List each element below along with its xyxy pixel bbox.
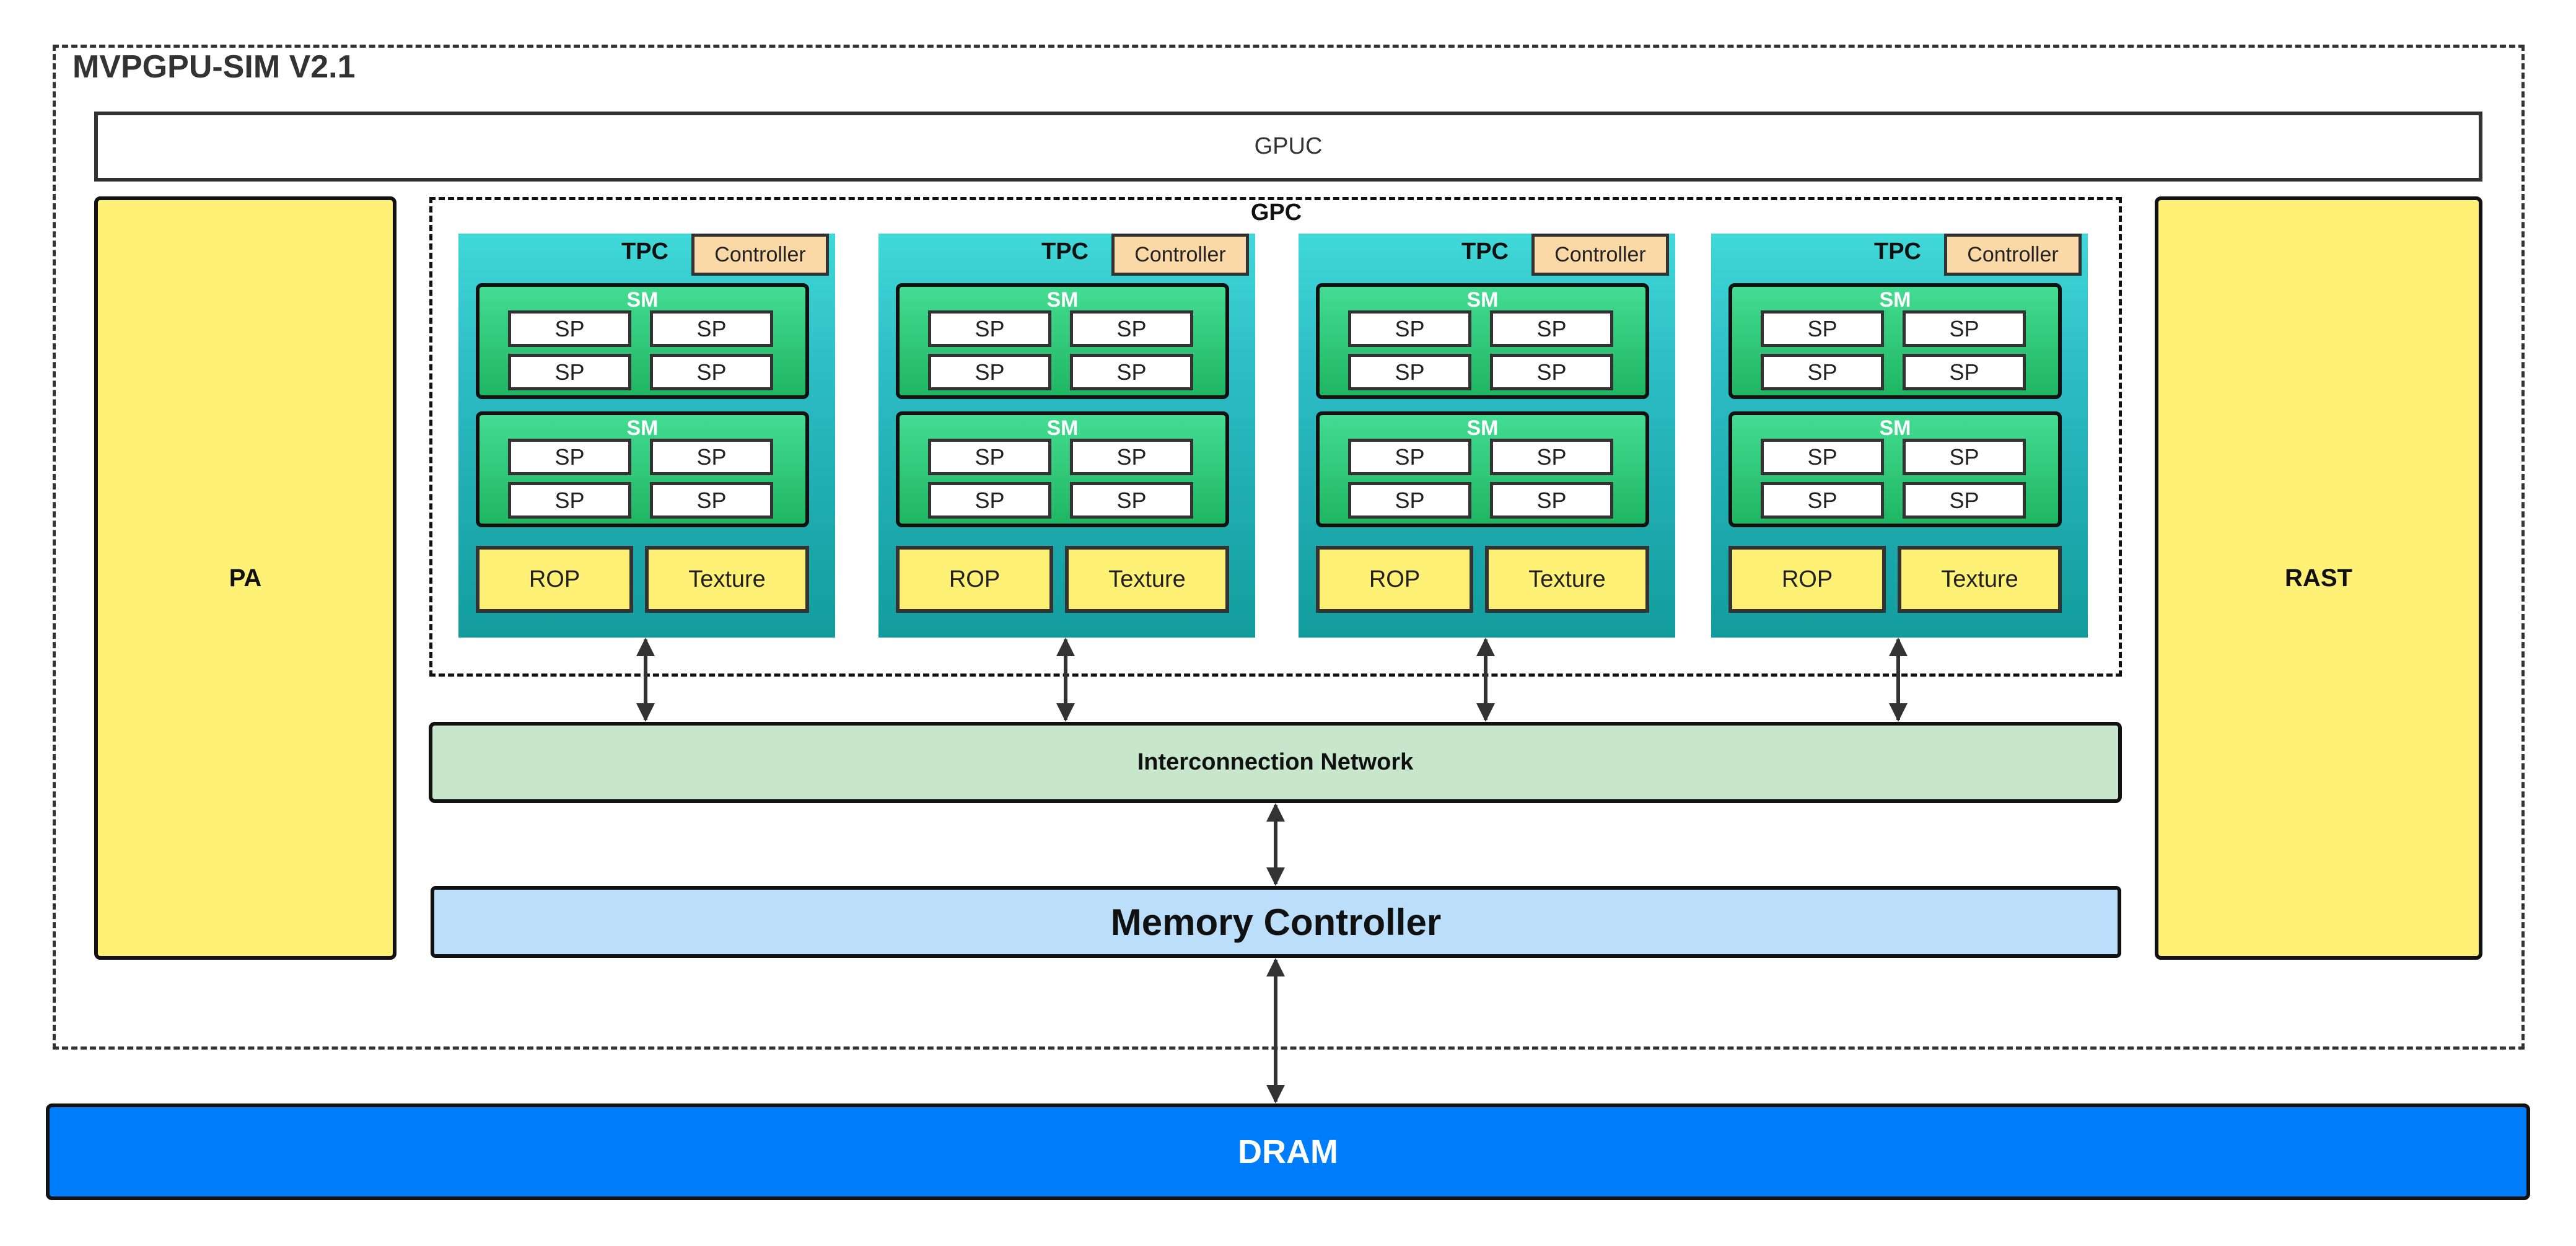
tpc-block: TPC Controller SM SP SP SP SP SM SP SP S…	[878, 234, 1255, 638]
sm-block: SM SP SP SP SP	[1316, 283, 1649, 399]
sm-block: SM SP SP SP SP	[1728, 411, 2062, 527]
rop-block: ROP	[476, 546, 633, 613]
sm-block: SM SP SP SP SP	[476, 411, 809, 527]
tpc-label: TPC	[1461, 239, 1509, 265]
sp-unit: SP	[928, 354, 1051, 390]
sp-unit: SP	[1348, 482, 1471, 519]
sp-unit: SP	[1903, 439, 2026, 475]
sm-label: SM	[1046, 416, 1079, 440]
pa-block: PA	[94, 196, 396, 960]
tpc-label: TPC	[621, 239, 668, 265]
sp-unit: SP	[928, 482, 1051, 519]
sm-label: SM	[1879, 416, 1911, 440]
sm-label: SM	[1879, 288, 1911, 312]
sm-label: SM	[626, 416, 659, 440]
texture-block: Texture	[645, 546, 809, 613]
sm-block: SM SP SP SP SP	[896, 283, 1229, 399]
sm-label: SM	[1046, 288, 1079, 312]
sp-unit: SP	[508, 354, 631, 390]
rop-block: ROP	[1728, 546, 1886, 613]
sp-unit: SP	[1070, 310, 1193, 347]
tpc-label: TPC	[1874, 239, 1921, 265]
interconnection-network: Interconnection Network	[429, 722, 2122, 803]
gpuc-block: GPUC	[94, 112, 2482, 182]
sp-unit: SP	[1761, 439, 1884, 475]
sp-unit: SP	[1903, 482, 2026, 519]
tpc-block: TPC Controller SM SP SP SP SP SM SP SP S…	[458, 234, 835, 638]
gpc-frame	[429, 197, 2122, 677]
texture-block: Texture	[1065, 546, 1229, 613]
sp-unit: SP	[1348, 439, 1471, 475]
sm-block: SM SP SP SP SP	[1316, 411, 1649, 527]
sm-block: SM SP SP SP SP	[476, 283, 809, 399]
sp-unit: SP	[508, 482, 631, 519]
controller-block: Controller	[1944, 234, 2082, 276]
sp-unit: SP	[1348, 310, 1471, 347]
sp-unit: SP	[1070, 439, 1193, 475]
sp-unit: SP	[508, 310, 631, 347]
controller-block: Controller	[691, 234, 829, 276]
sp-unit: SP	[1070, 354, 1193, 390]
simulator-title: MVPGPU-SIM V2.1	[72, 49, 356, 85]
sp-unit: SP	[650, 482, 773, 519]
sm-label: SM	[1466, 416, 1499, 440]
sp-unit: SP	[650, 354, 773, 390]
sp-unit: SP	[1490, 310, 1613, 347]
sm-block: SM SP SP SP SP	[896, 411, 1229, 527]
simulator-frame	[53, 45, 2525, 1050]
tpc-block: TPC Controller SM SP SP SP SP SM SP SP S…	[1711, 234, 2088, 638]
sp-unit: SP	[650, 310, 773, 347]
rast-block: RAST	[2155, 196, 2482, 960]
gpc-label: GPC	[1250, 200, 1302, 226]
sp-unit: SP	[1761, 354, 1884, 390]
rop-block: ROP	[1316, 546, 1473, 613]
texture-block: Texture	[1485, 546, 1649, 613]
sp-unit: SP	[1761, 482, 1884, 519]
sp-unit: SP	[1903, 354, 2026, 390]
sm-label: SM	[626, 288, 659, 312]
sp-unit: SP	[650, 439, 773, 475]
dram-block: DRAM	[46, 1103, 2530, 1200]
sp-unit: SP	[928, 310, 1051, 347]
rop-block: ROP	[896, 546, 1053, 613]
sp-unit: SP	[508, 439, 631, 475]
sp-unit: SP	[928, 439, 1051, 475]
sp-unit: SP	[1761, 310, 1884, 347]
sm-block: SM SP SP SP SP	[1728, 283, 2062, 399]
tpc-label: TPC	[1041, 239, 1089, 265]
texture-block: Texture	[1898, 546, 2062, 613]
controller-block: Controller	[1111, 234, 1249, 276]
sp-unit: SP	[1490, 439, 1613, 475]
sp-unit: SP	[1070, 482, 1193, 519]
sp-unit: SP	[1490, 482, 1613, 519]
sp-unit: SP	[1348, 354, 1471, 390]
sp-unit: SP	[1490, 354, 1613, 390]
controller-block: Controller	[1531, 234, 1669, 276]
sm-label: SM	[1466, 288, 1499, 312]
memory-controller: Memory Controller	[431, 886, 2121, 958]
sp-unit: SP	[1903, 310, 2026, 347]
tpc-block: TPC Controller SM SP SP SP SP SM SP SP S…	[1299, 234, 1675, 638]
